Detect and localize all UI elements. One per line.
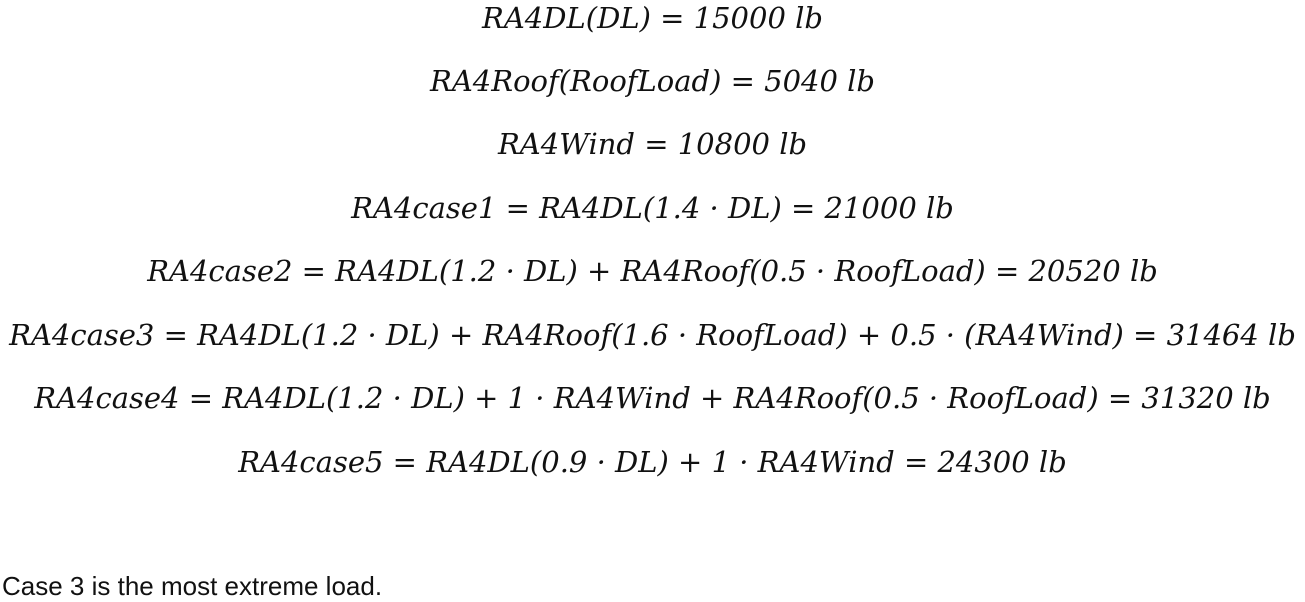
equation-case5: RA4case5 = RA4DL(0.9 · DL) + 1 · RA4Wind…: [238, 445, 1067, 479]
equation-case3: RA4case3 = RA4DL(1.2 · DL) + RA4Roof(1.6…: [9, 318, 1296, 352]
equation-ra4dl: RA4DL(DL) = 15000 lb: [482, 1, 823, 35]
equation-case4: RA4case4 = RA4DL(1.2 · DL) + 1 · RA4Wind…: [34, 381, 1271, 415]
equation-ra4wind: RA4Wind = 10800 lb: [497, 127, 808, 161]
conclusion-text: Case 3 is the most extreme load.: [2, 571, 383, 601]
equation-ra4roof: RA4Roof(RoofLoad) = 5040 lb: [430, 64, 875, 98]
equation-case1: RA4case1 = RA4DL(1.4 · DL) = 21000 lb: [351, 191, 954, 225]
equation-case2: RA4case2 = RA4DL(1.2 · DL) + RA4Roof(0.5…: [147, 254, 1158, 288]
